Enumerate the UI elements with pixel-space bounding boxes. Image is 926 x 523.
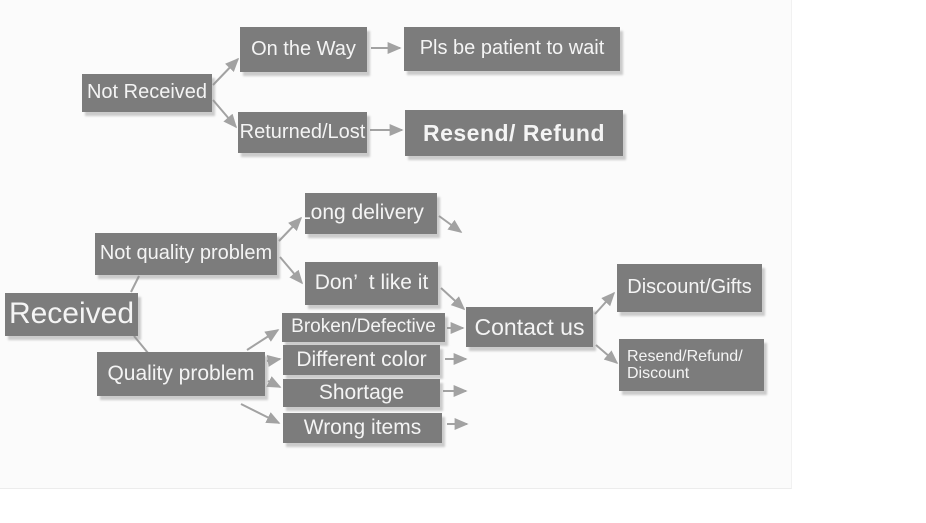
edge-quality-to-shortage	[266, 376, 282, 388]
node-quality: Quality problem	[97, 352, 265, 396]
node-resend-refund-discount: Resend/Refund/ Discount	[619, 339, 764, 391]
node-discount-gifts: Discount/Gifts	[617, 264, 762, 312]
edge-quality-to-broken	[246, 329, 280, 351]
node-label-not-received: Not Received	[86, 81, 208, 104]
node-not-received: Not Received	[82, 74, 212, 112]
node-different-color: Different color	[283, 345, 440, 375]
edge-contact-us-to-discount-gifts	[594, 291, 616, 315]
edge-received-to-not-quality	[130, 275, 140, 293]
node-wrong-items: Wrong items	[283, 413, 442, 443]
edge-quality-to-different-color	[266, 354, 282, 367]
flowchart-edges-layer	[130, 42, 619, 430]
node-label-wrong-items: Wrong items	[303, 415, 422, 439]
node-label-quality: Quality problem	[107, 361, 255, 385]
node-label-different-color: Different color	[296, 347, 427, 371]
node-label-returned-lost: Returned/Lost	[239, 120, 366, 143]
edge-long-delivery-to-contact-us	[438, 215, 463, 233]
edge-not-received-to-returned-lost	[212, 99, 238, 129]
node-dont-like: Don’ t like it	[305, 262, 438, 305]
node-label-on-the-way: On the Way	[251, 37, 356, 60]
node-on-the-way: On the Way	[240, 27, 367, 72]
edge-dont-like-to-contact-us	[440, 287, 466, 311]
node-label-not-quality: Not quality problem	[99, 242, 273, 265]
edge-not-received-to-on-the-way	[212, 57, 240, 86]
node-not-quality: Not quality problem	[95, 233, 277, 275]
node-label-resend-refund-discount: Resend/Refund/ Discount	[627, 347, 743, 382]
node-resend-refund: Resend/ Refund	[405, 110, 623, 156]
edge-quality-to-wrong-items	[240, 403, 281, 424]
node-label-resend-refund: Resend/ Refund	[422, 119, 606, 146]
node-label-long-delivery: Long delivery	[305, 201, 424, 225]
node-label-broken: Broken/Defective	[291, 316, 436, 338]
node-returned-lost: Returned/Lost	[238, 112, 367, 153]
node-contact-us: Contact us	[466, 307, 593, 347]
node-shortage: Shortage	[283, 379, 440, 407]
node-broken: Broken/Defective	[282, 313, 445, 342]
edge-contact-us-to-resend-refund-discount	[595, 344, 619, 365]
node-label-discount-gifts: Discount/Gifts	[627, 276, 752, 299]
edge-not-quality-to-long-delivery	[278, 216, 303, 242]
node-label-received: Received	[8, 297, 135, 331]
node-label-pls-wait: Pls be patient to wait	[419, 37, 605, 60]
node-pls-wait: Pls be patient to wait	[404, 27, 620, 71]
node-label-dont-like: Don’ t like it	[314, 271, 429, 295]
edge-not-quality-to-dont-like	[279, 256, 304, 285]
node-label-contact-us: Contact us	[474, 313, 585, 340]
node-label-shortage: Shortage	[318, 380, 405, 404]
node-received: Received	[5, 293, 138, 336]
edge-received-to-quality	[133, 335, 149, 354]
flowchart-canvas: Not Received On the Way Pls be patient to …	[0, 27, 792, 489]
node-long-delivery: Long delivery	[305, 193, 437, 234]
